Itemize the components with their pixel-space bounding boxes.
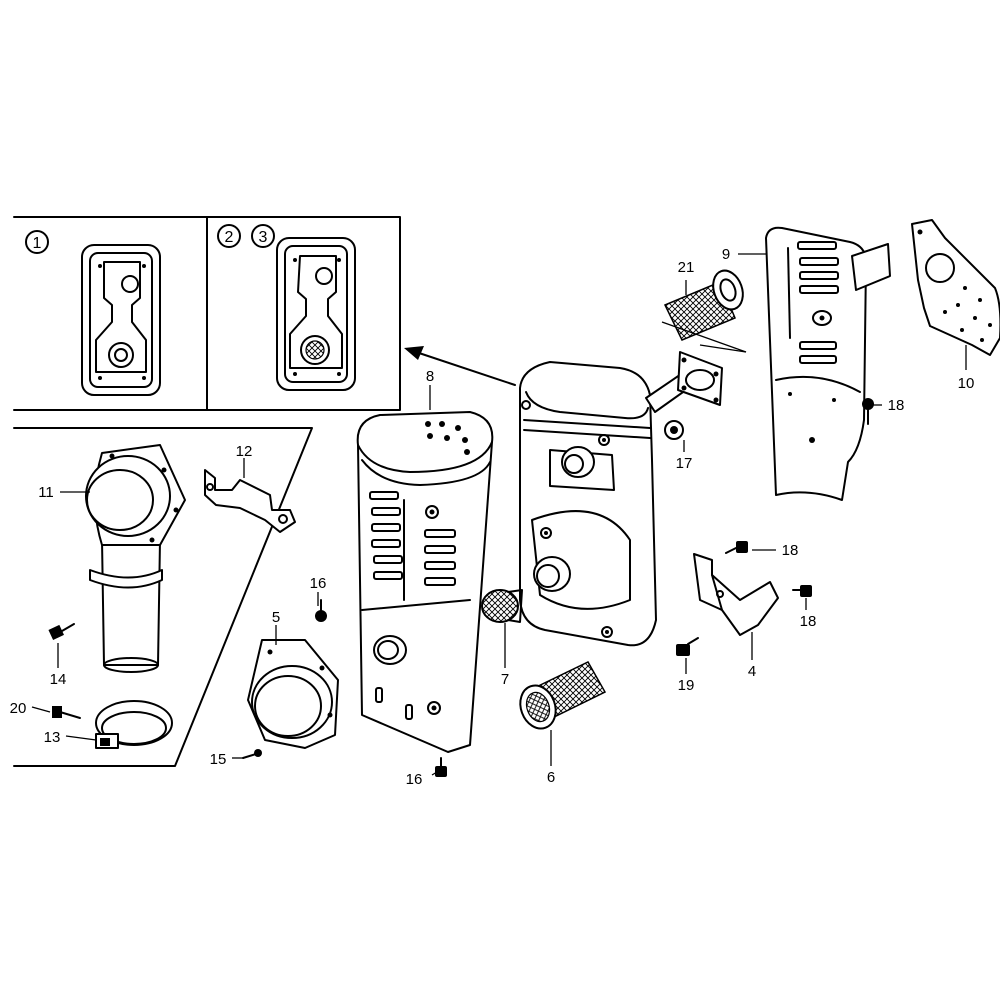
- callout-13: 13: [44, 729, 61, 746]
- variant-1-gasket: 1: [25, 230, 161, 396]
- callout-17: 17: [676, 455, 693, 472]
- part-18-bolt-upper: [862, 398, 874, 425]
- part-6-screen: [519, 661, 607, 730]
- callout-14: 14: [50, 671, 67, 688]
- callout-9: 9: [722, 246, 730, 263]
- variant-1-label: 1: [33, 235, 42, 252]
- muffler-body: [519, 361, 657, 647]
- part-15-screw: [242, 749, 262, 759]
- callout-8: 8: [426, 368, 434, 385]
- callout-4: 4: [748, 663, 756, 680]
- callout-11: 11: [38, 484, 54, 501]
- callout-7: 7: [501, 671, 509, 688]
- callout-20: 20: [10, 700, 27, 717]
- callout-15: 15: [210, 751, 227, 768]
- variant-2-3-gasket: 2 3: [217, 224, 356, 391]
- variant-2-label: 2: [225, 229, 234, 246]
- inset-frames: [13, 216, 401, 767]
- part-17-nut: [664, 420, 684, 440]
- part-20-bolt: [52, 706, 81, 719]
- part-9-protector: [765, 226, 891, 501]
- part-18-bolts-lower: [725, 541, 812, 597]
- part-11-pipe: [85, 444, 186, 673]
- callout-12: 12: [236, 443, 253, 460]
- part-10-plate: [911, 219, 1000, 356]
- callout-16-upper: 16: [310, 575, 327, 592]
- part-4-bracket: [693, 553, 779, 636]
- callout-6: 6: [547, 769, 555, 786]
- variant-3-label: 3: [259, 229, 268, 246]
- callout-18-upper: 18: [888, 397, 905, 414]
- part-14-bolt: [48, 623, 75, 640]
- callout-16-lower: 16: [406, 771, 423, 788]
- exhaust-pipe: [645, 351, 723, 413]
- part-13-clamp: [95, 700, 173, 749]
- part-21-screen: [661, 269, 747, 353]
- callout-5: 5: [272, 609, 280, 626]
- callout-10: 10: [958, 375, 975, 392]
- part-7-screen: [481, 589, 523, 623]
- callout-18-lower: 18: [800, 613, 817, 630]
- callout-21: 21: [678, 259, 695, 276]
- part-12-bracket: [204, 469, 296, 533]
- part-19-bolt: [676, 637, 699, 656]
- leader-lines: [31, 253, 967, 776]
- part-8-protector: [356, 411, 494, 753]
- callout-labels: 8 9 10 21 18 17 18 18 4 19 7 6 5 16 16 1…: [10, 246, 975, 788]
- part-16-bolts: [315, 599, 447, 777]
- direction-arrow: [404, 346, 516, 386]
- callout-19: 19: [678, 677, 695, 694]
- part-5-cap: [247, 639, 339, 749]
- callout-18-middle: 18: [782, 542, 799, 559]
